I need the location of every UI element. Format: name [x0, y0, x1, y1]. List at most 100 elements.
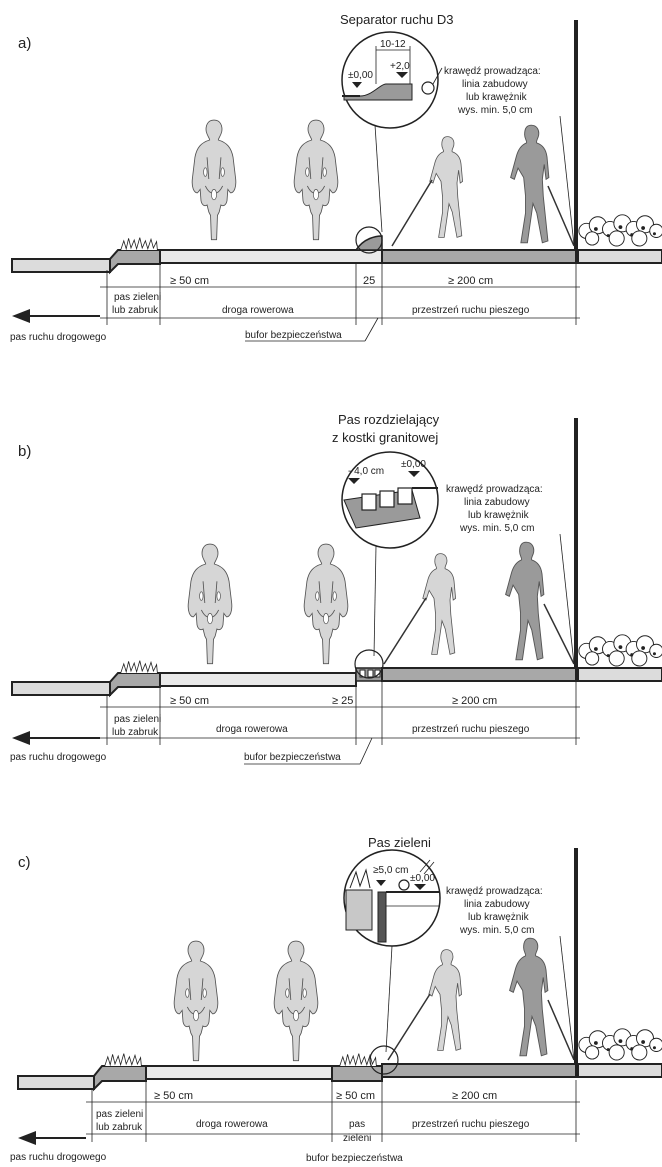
pedestrian-icon	[428, 949, 463, 1051]
bike-path	[159, 249, 383, 264]
verge	[577, 1063, 662, 1078]
green-strip-label: pas zieleni	[96, 1109, 143, 1120]
detail-label: ±0,00	[348, 70, 373, 81]
bike-path	[159, 672, 357, 687]
guide-edge-callout: krawędź prowadząca: linia zabudowy lub k…	[446, 484, 575, 665]
green-strip-label: pas zieleni	[114, 292, 161, 303]
green-strip-label: lub zabruk	[96, 1122, 143, 1133]
detail-label: ±0,00	[401, 459, 426, 470]
detail-label: +2,0	[390, 61, 410, 72]
zone-label: droga rowerowa	[222, 305, 294, 316]
callout-line: linia zabudowy	[462, 79, 528, 90]
green-strip-label: lub zabruk	[112, 727, 159, 738]
road-label: pas ruchu drogowego	[10, 1152, 107, 1163]
callout-line: krawędź prowadząca:	[446, 886, 543, 897]
cyclist-icon	[273, 940, 319, 1062]
building-edge-pole	[574, 20, 578, 262]
footway	[381, 249, 577, 264]
dimension-label: ≥ 200 cm	[452, 695, 497, 707]
hedge-icon	[578, 634, 662, 667]
dimension-label: 25	[363, 275, 375, 287]
guide-edge-callout: krawędź prowadząca: linia zabudowy lub k…	[444, 66, 575, 246]
plants-icon	[120, 660, 158, 674]
detail-label: 10-12	[380, 39, 406, 50]
callout-line: wys. min. 5,0 cm	[459, 925, 534, 936]
detail-label: - 4,0 cm	[348, 466, 384, 477]
panel-title: Pas rozdzielający	[338, 412, 440, 427]
verge	[577, 249, 662, 264]
cyclist-icon	[173, 940, 219, 1062]
dimension-label: ≥ 50 cm	[170, 275, 209, 287]
cane-line	[543, 603, 575, 665]
buffer-label: pas	[349, 1119, 365, 1130]
buffer-label: bufor bezpieczeństwa	[245, 330, 342, 341]
plants-icon	[104, 1053, 142, 1067]
building-edge-pole	[574, 848, 578, 1076]
buffer-label: zieleni	[343, 1133, 371, 1144]
dimension-label: ≥ 200 cm	[452, 1090, 497, 1102]
zone-label: droga rowerowa	[216, 724, 288, 735]
footway	[381, 667, 577, 682]
detail-label: ±0,00	[410, 873, 435, 884]
panel-a: a) Separator ruchu D3 10-12 +2,0 ±0,00	[10, 12, 662, 343]
dimension-label: ≥ 50 cm	[170, 695, 209, 707]
pedestrian-icon	[509, 937, 549, 1057]
callout-line: wys. min. 5,0 cm	[457, 105, 532, 116]
zone-label: droga rowerowa	[196, 1119, 268, 1130]
plants-icon	[120, 237, 158, 251]
green-buffer-strip	[331, 1065, 383, 1082]
pedestrian-icon	[510, 124, 550, 244]
buffer-label: bufor bezpieczeństwa	[244, 752, 341, 763]
dimension-label: ≥ 50 cm	[336, 1090, 375, 1102]
footway	[381, 1063, 577, 1078]
separator-profile	[343, 83, 413, 101]
callout-line: lub krawężnik	[466, 92, 528, 103]
detail-circle	[341, 31, 439, 129]
guide-edge-callout: krawędź prowadząca: linia zabudowy lub k…	[446, 886, 575, 1061]
cane-line	[387, 993, 431, 1061]
pedestrian-icon	[505, 541, 545, 661]
panel-title: z kostki granitowej	[332, 430, 438, 445]
callout-line: krawędź prowadząca:	[444, 66, 541, 77]
dimension-label: ≥ 25	[332, 695, 353, 707]
bike-path	[145, 1065, 333, 1080]
cyclist-icon	[187, 543, 233, 665]
green-strip	[109, 672, 161, 698]
panel-letter: c)	[18, 854, 31, 871]
pedestrian-icon	[422, 553, 457, 655]
green-strip	[109, 249, 161, 275]
zone-label: przestrzeń ruchu pieszego	[412, 1119, 530, 1130]
panel-c: c) Pas zieleni ≥5,0 cm ±0,00 kra	[10, 835, 662, 1164]
panel-letter: b)	[18, 443, 31, 460]
building-edge-pole	[574, 418, 578, 682]
green-strip-label: pas zieleni	[114, 714, 161, 725]
road-label: pas ruchu drogowego	[10, 752, 107, 763]
panel-letter: a)	[18, 35, 31, 52]
pedestrian-icon	[429, 136, 464, 238]
cane-line	[391, 179, 433, 247]
callout-line: wys. min. 5,0 cm	[459, 523, 534, 534]
panel-title: Pas zieleni	[368, 835, 431, 850]
dimension-label: ≥ 200 cm	[448, 275, 493, 287]
cane-line	[547, 999, 575, 1061]
cyclist-icon	[293, 119, 339, 241]
cyclist-icon	[303, 543, 349, 665]
callout-line: linia zabudowy	[464, 497, 530, 508]
road-lane	[17, 1075, 95, 1090]
cyclist-icon	[191, 119, 237, 241]
dimension-label: ≥ 50 cm	[154, 1090, 193, 1102]
panel-b: b) Pas rozdzielający z kostki granitowej…	[10, 412, 662, 765]
hedge-icon	[578, 214, 662, 247]
zone-label: przestrzeń ruchu pieszego	[412, 305, 530, 316]
cane-line	[383, 597, 427, 665]
callout-line: lub krawężnik	[468, 912, 530, 923]
panel-title: Separator ruchu D3	[340, 12, 453, 27]
road-lane	[11, 258, 111, 273]
road-lane	[11, 681, 111, 696]
road-label: pas ruchu drogowego	[10, 332, 107, 343]
separator-d3	[354, 235, 383, 251]
green-strip-label: lub zabruk	[112, 305, 159, 316]
hedge-icon	[578, 1028, 662, 1061]
zone-label: przestrzeń ruchu pieszego	[412, 724, 530, 735]
